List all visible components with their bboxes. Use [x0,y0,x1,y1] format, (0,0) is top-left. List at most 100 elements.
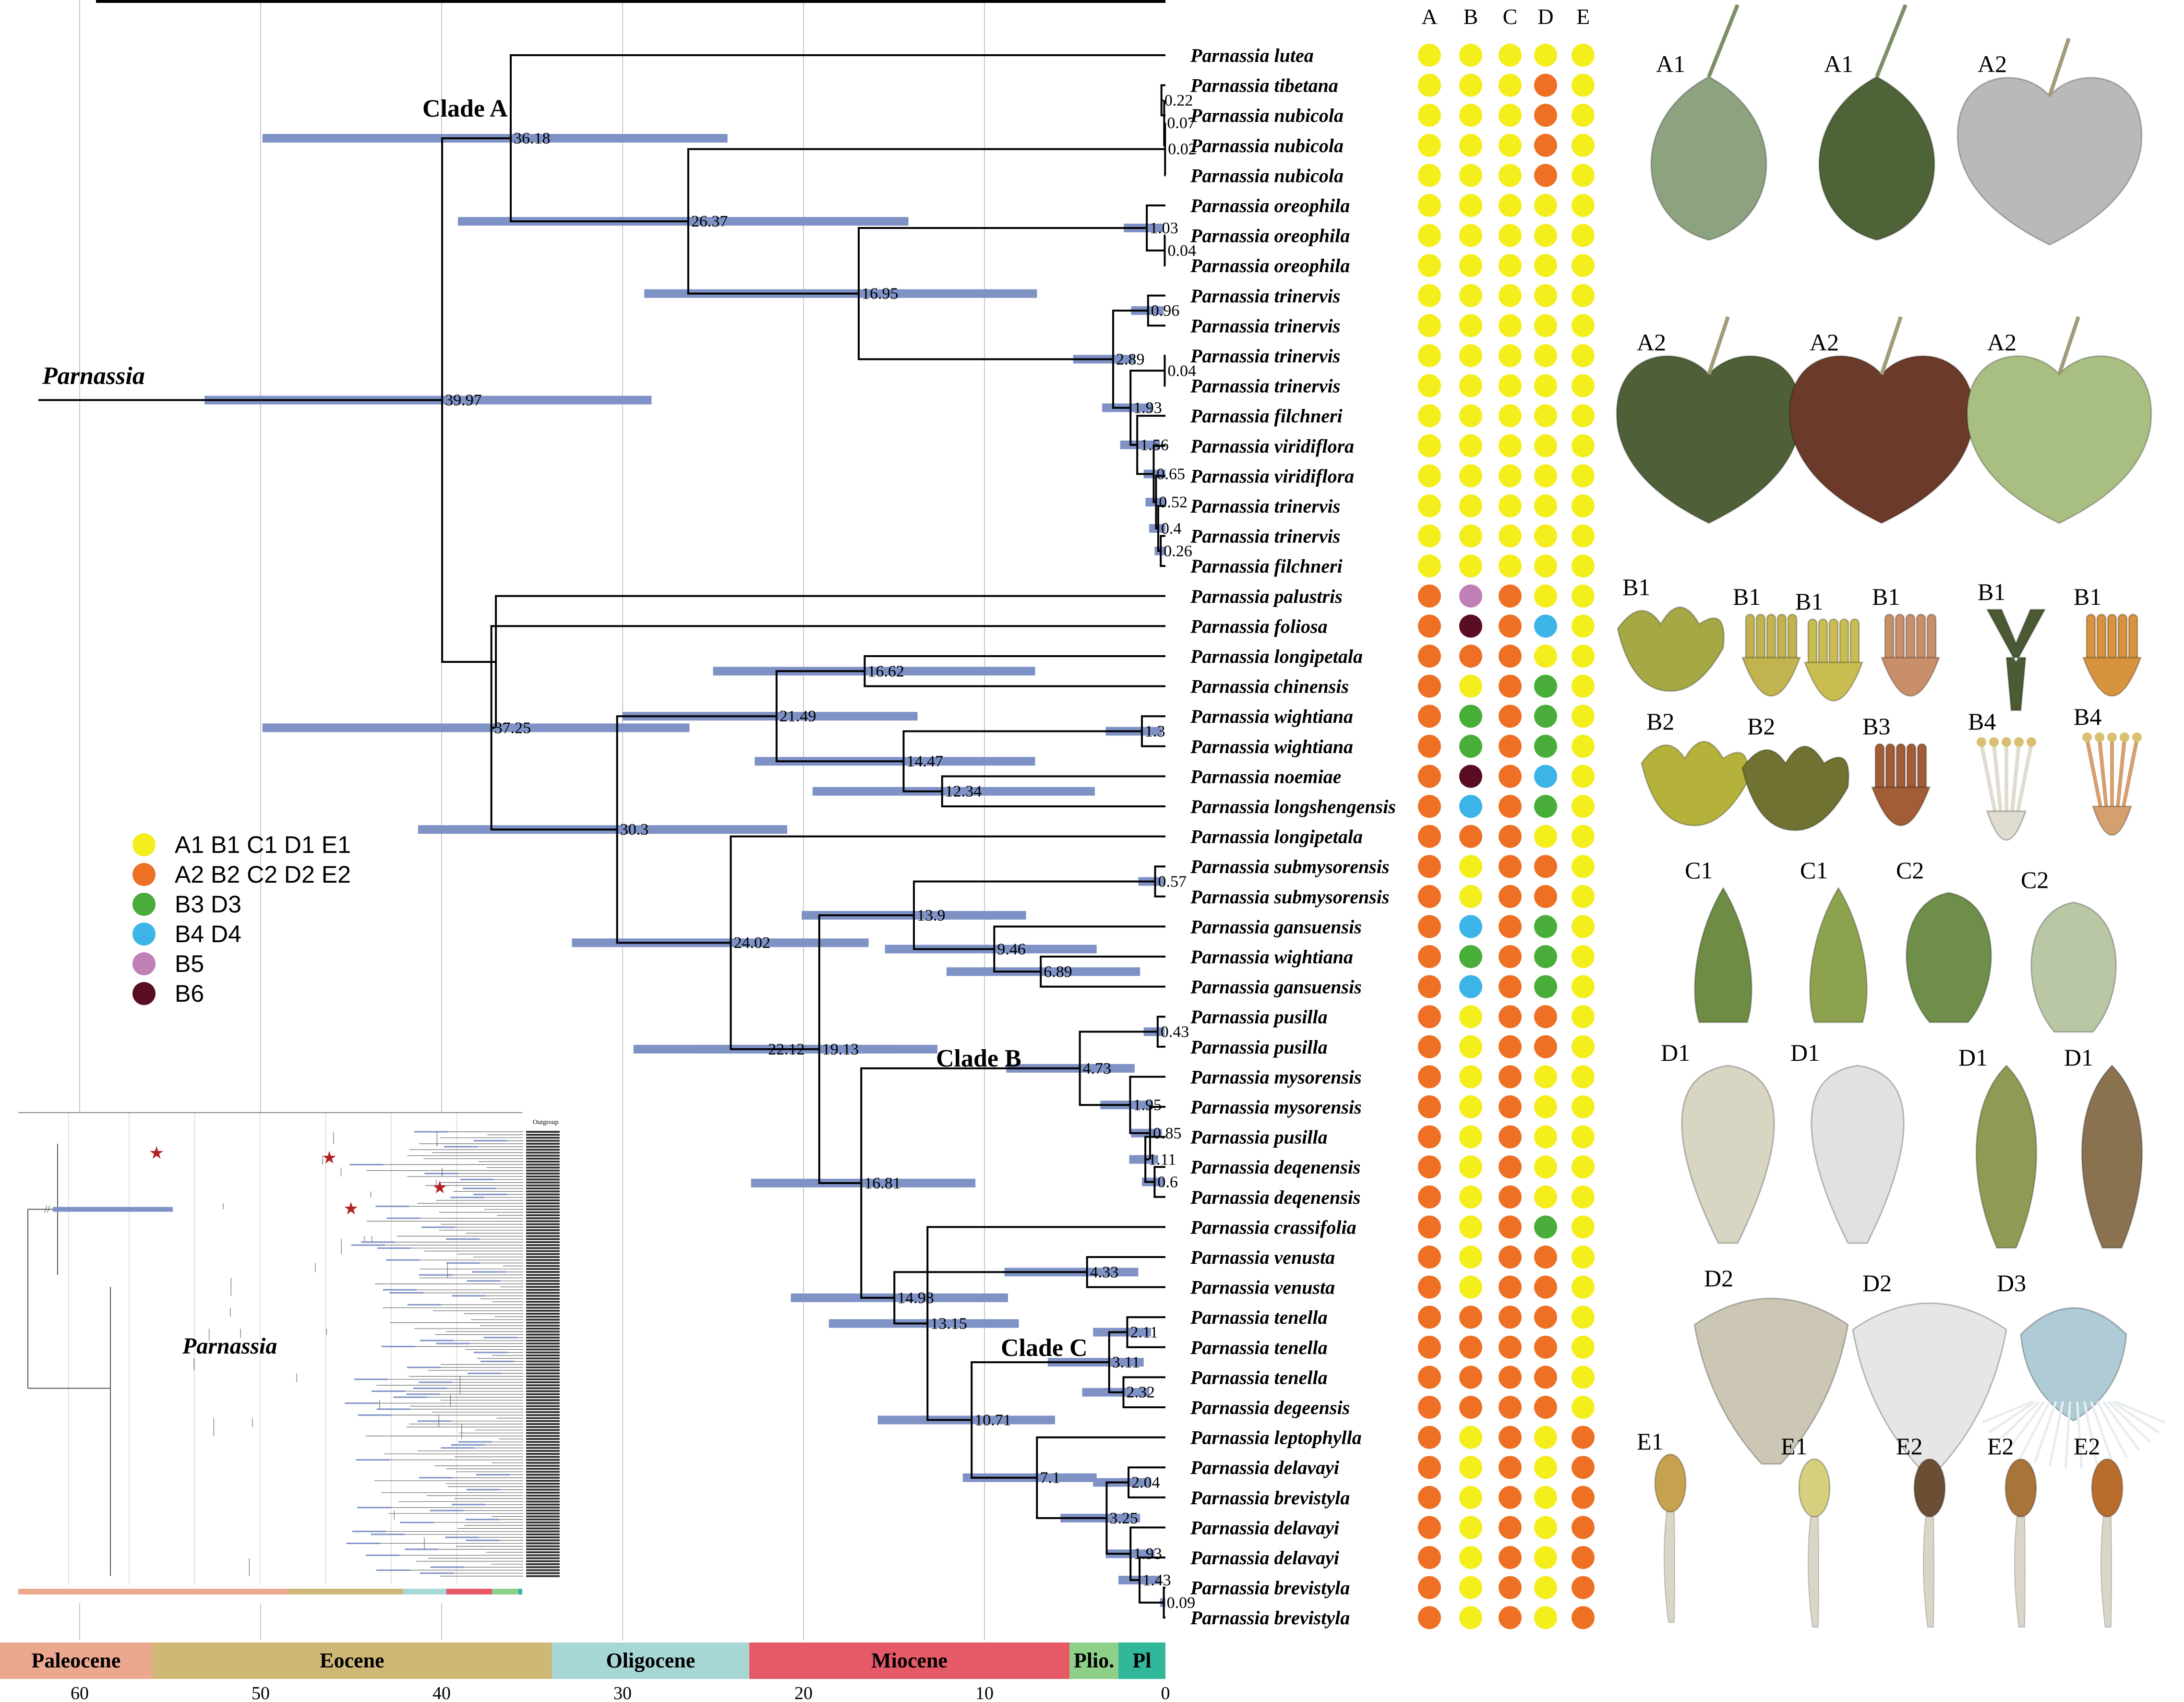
staminode-base [1986,810,2027,841]
trait-state-dot [1534,194,1557,217]
trait-state-dot [1459,1606,1482,1630]
trait-state-dot [1534,1155,1557,1179]
inset-leaf-label [526,1286,560,1288]
inset-leaf-label [526,1178,560,1181]
tip-label: Parnassia trinervis [1190,285,1340,307]
trait-state-dot [1534,104,1557,127]
leaf-shape [1650,76,1767,241]
inset-leaf-label [526,1149,560,1151]
trait-state-dot [1499,1275,1522,1299]
inset-leaf-label [526,1363,560,1366]
petal-shape [1852,1302,2007,1470]
inset-leaf-label [526,1316,560,1318]
node-age-label: 1.11 [1148,1151,1176,1169]
trait-state-dot [1534,855,1557,878]
petal-fringe [2033,1401,2057,1463]
trait-state-dot [1572,554,1595,578]
photo-panel-label: B1 [1733,583,1761,610]
node-age-label: 1.93 [1133,399,1162,417]
inset-leaf-label [526,1282,560,1285]
trait-state-dot [1534,975,1557,998]
inset-timescale-band [18,1589,288,1594]
inset-leaf-label [526,1411,560,1414]
trait-state-dot [1572,1546,1595,1569]
inset-leaf-label [526,1390,560,1392]
sepal-shape [1694,887,1752,1023]
trait-state-dot [1499,344,1522,367]
inset-leaf-label [526,1163,560,1166]
trait-state-dot [1534,1125,1557,1149]
tip-label: Parnassia trinervis [1190,375,1340,397]
staminode-fork [1986,609,2046,711]
trait-state-dot [1418,1516,1441,1539]
trait-state-dot [1418,1125,1441,1149]
filament [1922,1516,1934,1628]
trait-state-dot [1572,1606,1595,1630]
inset-leaf-label [526,1354,560,1356]
trait-state-dot [1499,133,1522,157]
staminode-base [2082,657,2142,697]
trait-state-dot [1499,645,1522,668]
node-age-labels: 0.220.070.020.041.030.960.040.260.40.520… [42,92,1197,1612]
tip-label: Parnassia degeensis [1190,1397,1350,1418]
trait-state-dot [1534,284,1557,307]
trait-state-dot [1499,1246,1522,1269]
trait-state-dot [1418,374,1441,397]
trait-state-dot [1418,434,1441,457]
tip-label: Parnassia pusilla [1190,1036,1328,1058]
inset-leaf-label [526,1262,560,1264]
trait-state-dot [1572,224,1595,247]
inset-leaf-label [526,1292,560,1294]
inset-leaf-label [526,1339,560,1342]
inset-leaf-label [526,1521,560,1523]
trait-state-dot [1499,1065,1522,1089]
inset-leaf-label [526,1166,560,1169]
trait-state-dot [1459,284,1482,307]
inset-leaf-label [526,1187,560,1190]
trait-state-dot [1534,254,1557,277]
photo-panel-label: E2 [2074,1433,2100,1460]
tip-label: Parnassia mysorensis [1190,1096,1362,1118]
inset-leaf-label [526,1506,560,1509]
inset-leaf-label [526,1429,560,1431]
trait-state-dot [1499,104,1522,127]
trait-state-dot [1572,1275,1595,1299]
node-age-label: 2.32 [1127,1384,1155,1402]
trait-state-dot [1499,44,1522,67]
trait-state-dot [1572,1035,1595,1058]
trait-column-header: C [1503,4,1518,29]
petal-fringe [2007,1401,2045,1451]
inset-leaf-label [526,1289,560,1291]
inset-leaf-label [526,1205,560,1208]
node-age-label: 0.65 [1156,465,1185,483]
trait-state-dot [1534,404,1557,428]
tip-label: Parnassia pusilla [1190,1127,1328,1148]
trait-state-dot [1534,44,1557,67]
staminode-stalk [2009,743,2021,821]
trait-state-dot [1572,1396,1595,1419]
trait-state-dot [1572,194,1595,217]
inset-leaf-label [526,1154,560,1157]
trait-state-dot [1459,734,1482,758]
inset-leaf-label [526,1211,560,1213]
tip-label: Parnassia tenella [1190,1366,1328,1388]
trait-state-dot [1499,885,1522,908]
trait-state-dot [1459,374,1482,397]
trait-state-dot [1572,1456,1595,1479]
trait-state-dot [1572,434,1595,457]
inset-leaf-label [526,1542,560,1545]
legend-swatch [132,982,156,1005]
time-axis-tick: 30 [613,1683,632,1702]
trait-state-dot [1572,614,1595,638]
anther [2091,1458,2124,1518]
inset-leaf-label [526,1479,560,1482]
tip-label: Parnassia trinervis [1190,315,1340,336]
trait-state-dot [1572,1366,1595,1389]
legend-swatch [132,833,156,856]
trait-state-dot [1499,1335,1522,1359]
inset-leaf-label [526,1351,560,1354]
inset-leaf-label [526,1548,560,1550]
trait-state-dot [1534,164,1557,187]
inset-leaf-label [526,1518,560,1521]
trait-state-dot [1534,1185,1557,1209]
